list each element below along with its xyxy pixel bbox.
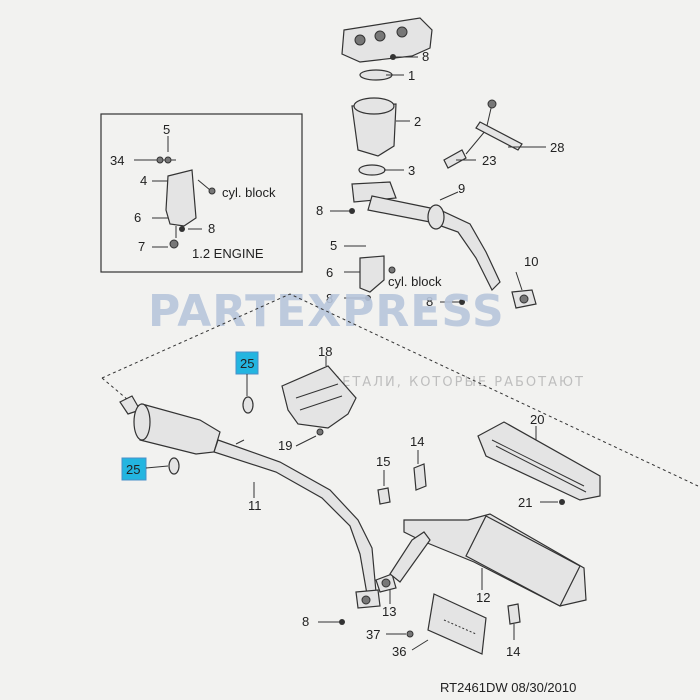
callout-13: 13 — [382, 604, 396, 619]
callout-6: 6 — [326, 265, 333, 280]
callout-11: 11 — [248, 498, 262, 513]
inset-note: cyl. block — [222, 185, 276, 200]
callout-37: 37 — [366, 627, 380, 642]
callout-21: 21 — [518, 495, 532, 510]
rear-muffler-assembly: 13 12 37 36 — [366, 513, 587, 659]
callout-8: 8 — [316, 203, 323, 218]
heat-shield-18: 18 19 — [278, 344, 357, 453]
callout-1: 1 — [408, 68, 415, 83]
watermark-tagline: ДЕТАЛИ, КОТОРЫЕ РАБОТАЮТ — [330, 375, 585, 390]
intermediate-pipe-11: 11 8 — [119, 395, 381, 629]
callout-28: 28 — [550, 140, 564, 155]
callout-14: 14 — [506, 644, 520, 659]
callout-8: 8 — [426, 294, 433, 309]
callout-10: 10 — [524, 254, 538, 269]
callout-8: 8 — [208, 221, 215, 236]
callout-8: 8 — [302, 614, 309, 629]
watermark-brand: PARTEXPRESS — [148, 286, 505, 337]
callout-8: 8 — [326, 291, 333, 306]
callout-9: 9 — [458, 181, 465, 196]
callout-15: 15 — [376, 454, 390, 469]
callout-23: 23 — [482, 153, 496, 168]
callout-5: 5 — [330, 238, 337, 253]
boundary-line — [101, 293, 699, 487]
callout-2: 2 — [414, 114, 421, 129]
callout-8: 8 — [422, 49, 429, 64]
cyl-block-note: cyl. block — [388, 274, 442, 289]
heat-shield-20: 20 21 — [477, 412, 601, 510]
callout-19: 19 — [278, 438, 292, 453]
callout-6: 6 — [134, 210, 141, 225]
callout-18: 18 — [318, 344, 332, 359]
callout-5: 5 — [163, 122, 170, 137]
callout-25: 25 — [126, 462, 140, 477]
watermark: PARTEXPRESS ДЕТАЛИ, КОТОРЫЕ РАБОТАЮТ — [148, 286, 585, 390]
highlight-callout-25a: 25 — [235, 351, 259, 414]
highlight-callout-25b: 25 — [121, 457, 180, 481]
callout-36: 36 — [392, 644, 406, 659]
callout-4: 4 — [140, 173, 147, 188]
diagram-reference: RT2461DW 08/30/2010 — [440, 680, 576, 695]
callout-34: 34 — [110, 153, 124, 168]
callout-7: 7 — [138, 239, 145, 254]
inset-1-2-engine: 5 34 4 6 8 7 cyl. block 1.2 ENGINE — [100, 113, 303, 273]
callout-20: 20 — [530, 412, 544, 427]
callout-14: 14 — [410, 434, 424, 449]
hangers: 14 15 14 — [376, 434, 521, 659]
manifold-assembly: 8 1 2 28 23 3 9 8 5 6 8 10 8 cyl. block — [316, 17, 564, 309]
callout-12: 12 — [476, 590, 490, 605]
callout-25: 25 — [240, 356, 254, 371]
inset-caption: 1.2 ENGINE — [192, 246, 264, 261]
callout-3: 3 — [408, 163, 415, 178]
